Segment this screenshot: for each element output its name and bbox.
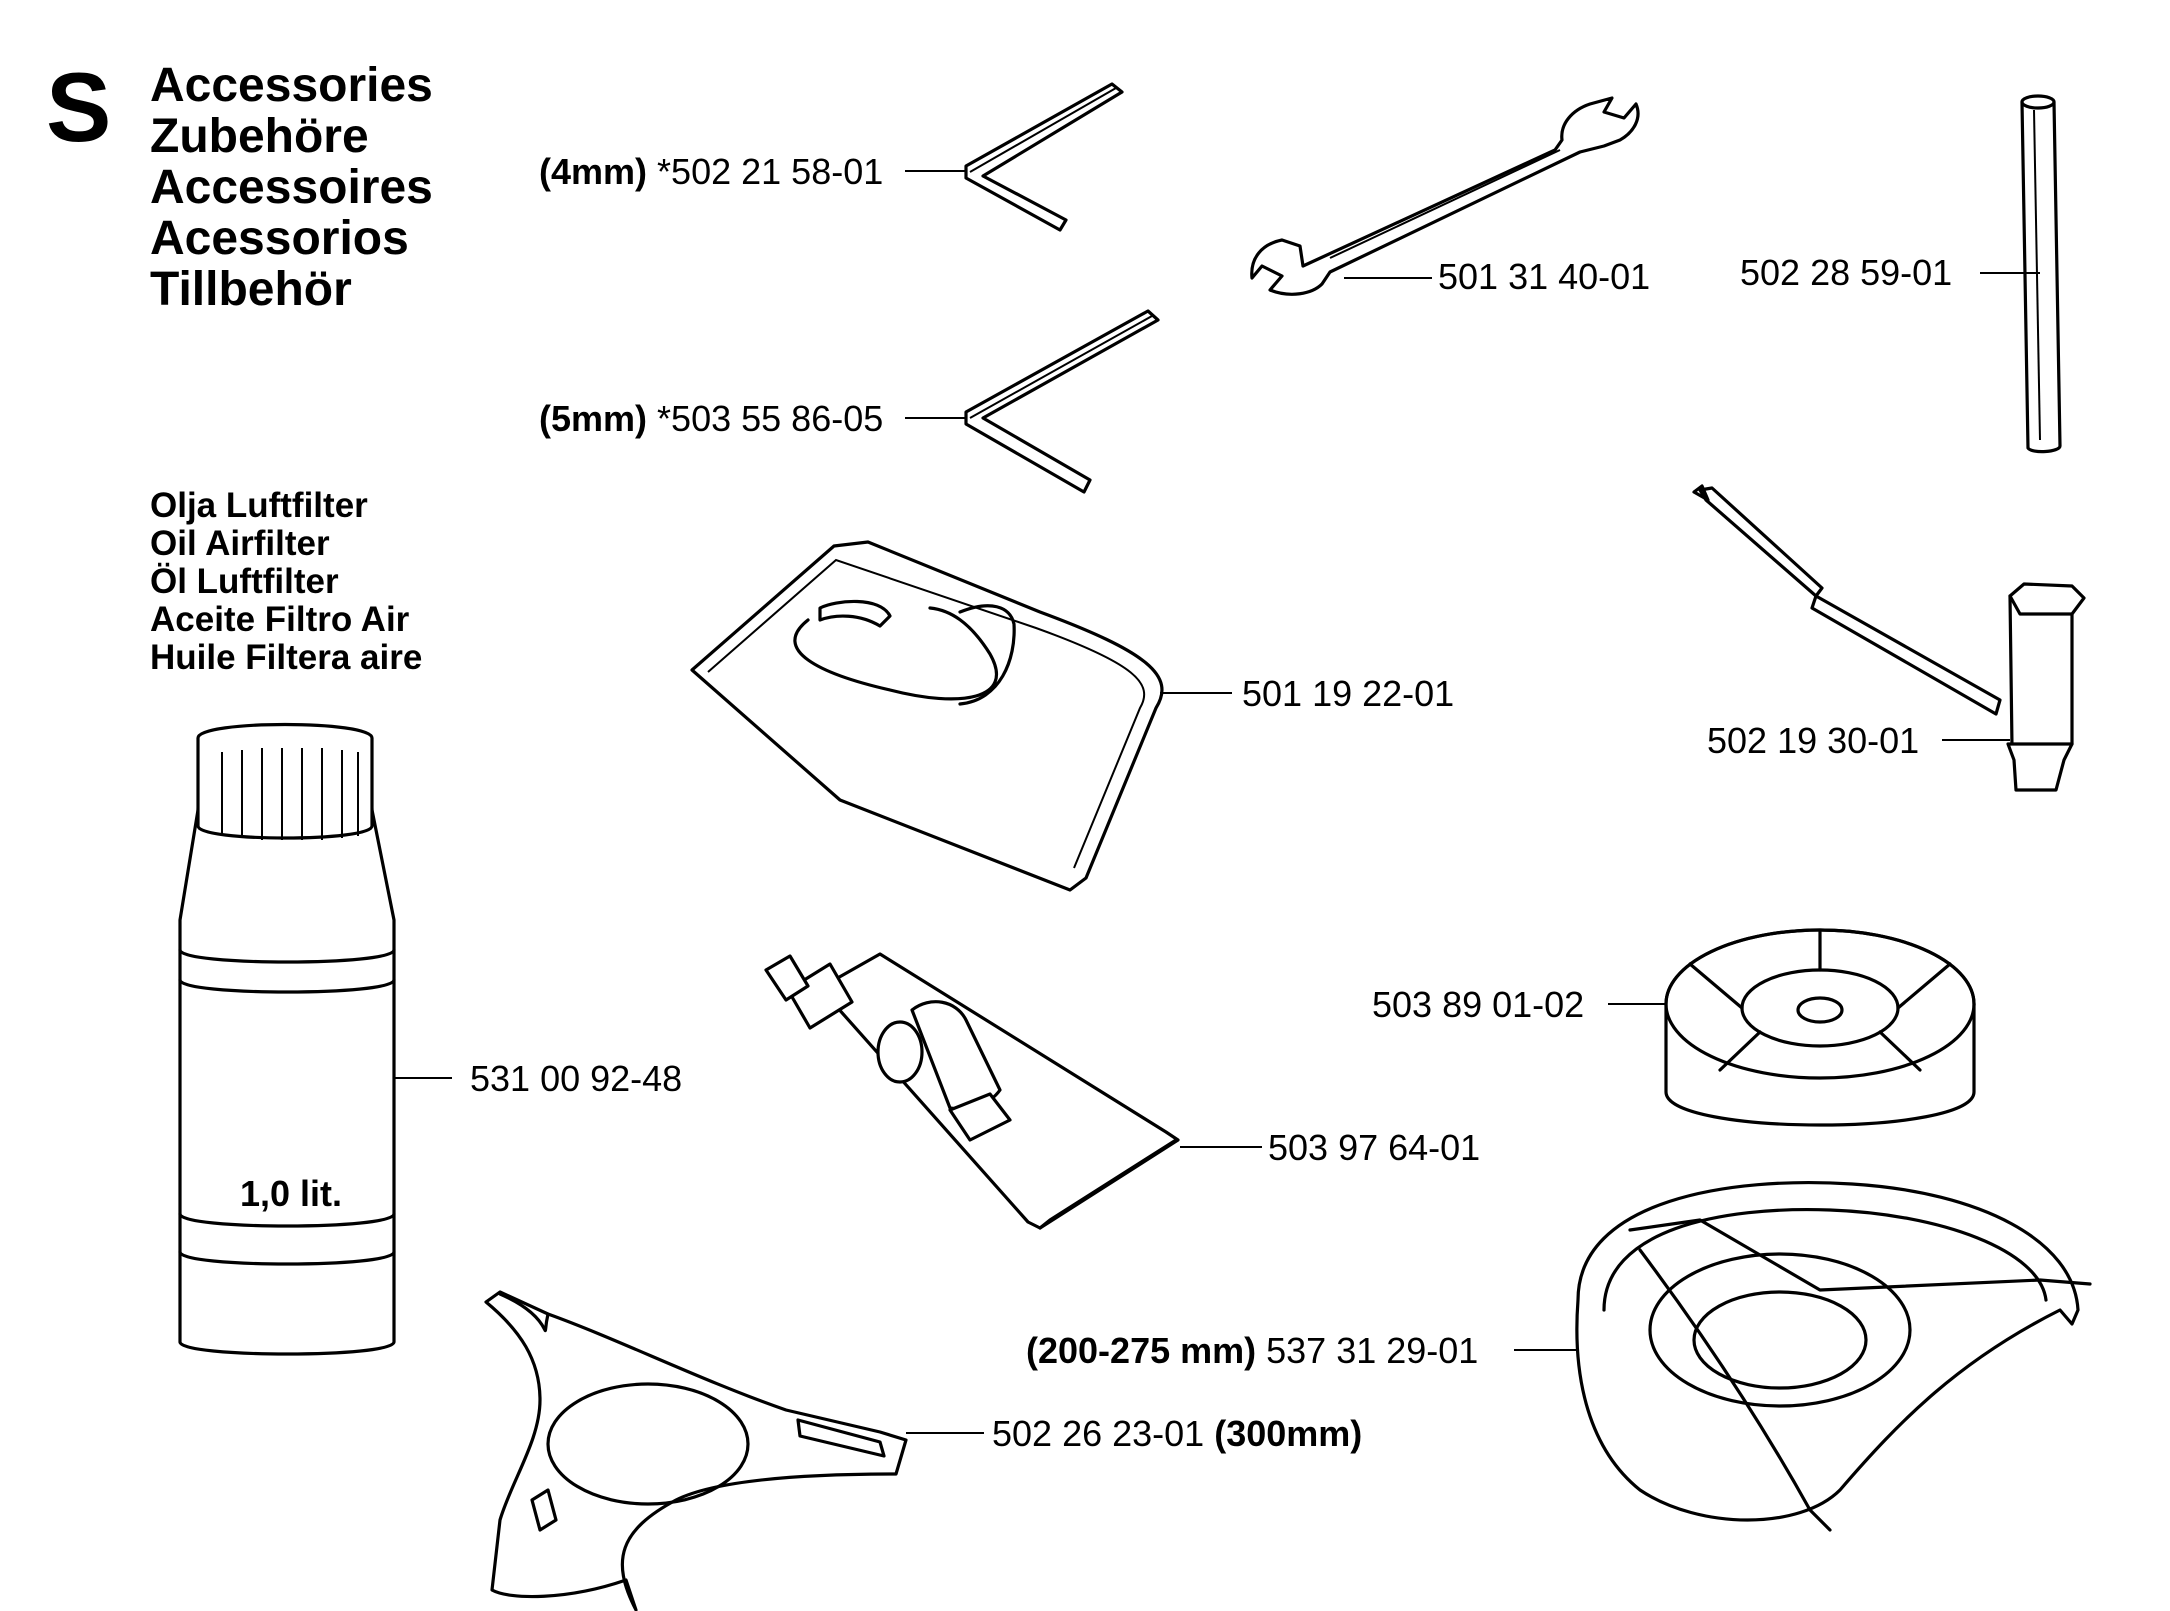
pin-number: 502 28 59-01 [1740, 252, 1953, 293]
title-en: Accessories [150, 59, 433, 112]
wrench-number: 501 31 40-01 [1438, 256, 1651, 297]
label-bump-cup: 503 89 01-02 [1372, 987, 1584, 1023]
trimmer-guard-number: 537 31 29-01 [1266, 1330, 1479, 1371]
trimmer-guard-300-drawing [484, 1290, 984, 1611]
trimmer-guard-drawing [1514, 1181, 2092, 1532]
label-combination-spanner: 502 19 30-01 [1707, 723, 1919, 759]
bump-cup-number: 503 89 01-02 [1372, 984, 1585, 1025]
hex-key-4mm-drawing [905, 82, 1124, 232]
oil-bottle-volume: 1,0 lit. [240, 1173, 343, 1214]
grease-tube-drawing [764, 952, 1262, 1230]
hex-key-4mm-number: *502 21 58-01 [657, 151, 884, 192]
title-de: Zubehöre [150, 110, 369, 163]
combination-spanner-number: 502 19 30-01 [1707, 720, 1920, 761]
label-grease-tube: 503 97 64-01 [1268, 1130, 1480, 1166]
oil-heading-en: Oil Airfilter [150, 524, 330, 563]
label-air-filter-bag: 501 19 22-01 [1242, 676, 1454, 712]
hex-key-5mm-size: (5mm) [539, 398, 648, 439]
oil-heading-fr: Huile Filtera aire [150, 638, 423, 677]
air-filter-bag-drawing [690, 540, 1232, 892]
oil-heading-de: Öl Luftfilter [150, 562, 339, 601]
pin-drawing [1980, 94, 2062, 454]
oil-heading-sv: Olja Luftfilter [150, 486, 368, 525]
section-letter: S [46, 52, 112, 162]
label-wrench: 501 31 40-01 [1438, 259, 1650, 295]
oil-bottle-number: 531 00 92-48 [470, 1058, 683, 1099]
title-fr: Accessoires [150, 161, 433, 214]
air-filter-bag-number: 501 19 22-01 [1242, 673, 1455, 714]
oil-heading: Olja Luftfilter Oil Airfilter Öl Luftfil… [150, 487, 422, 677]
label-trimmer-guard-300: 502 26 23-01 (300mm) [992, 1416, 1362, 1452]
trimmer-guard-size: (200-275 mm) [1026, 1330, 1257, 1371]
oil-heading-es: Aceite Filtro Air [150, 600, 410, 639]
hex-key-5mm-drawing [905, 309, 1160, 494]
title-es: Acessorios [150, 212, 409, 265]
trimmer-guard-300-number: 502 26 23-01 [992, 1413, 1205, 1454]
title-sv: Tillbehör [150, 263, 352, 316]
label-pin: 502 28 59-01 [1740, 255, 1952, 291]
label-hex-key-5mm: (5mm) *503 55 86-05 [539, 401, 883, 437]
hex-key-5mm-number: *503 55 86-05 [657, 398, 884, 439]
bump-cup-drawing [1608, 928, 1976, 1127]
label-oil-bottle: 531 00 92-48 [470, 1061, 682, 1097]
trimmer-guard-300-size: (300mm) [1214, 1413, 1363, 1454]
label-hex-key-4mm: (4mm) *502 21 58-01 [539, 154, 883, 190]
wrench-drawing [1250, 96, 1640, 296]
label-trimmer-guard: (200-275 mm) 537 31 29-01 [1026, 1333, 1478, 1369]
hex-key-4mm-size: (4mm) [539, 151, 648, 192]
combination-spanner-drawing [1692, 484, 2086, 792]
grease-tube-number: 503 97 64-01 [1268, 1127, 1481, 1168]
oil-bottle-drawing [178, 722, 452, 1356]
section-title: Accessories Zubehöre Accessoires Acessor… [150, 60, 433, 315]
